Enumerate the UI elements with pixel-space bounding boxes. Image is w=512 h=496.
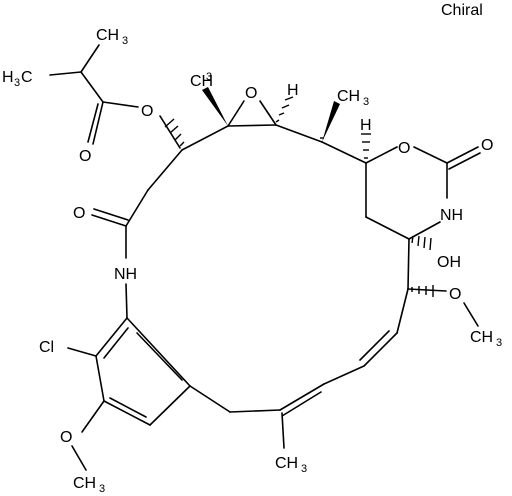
atom-ch3-bottom: CH xyxy=(275,455,298,472)
atom-ch3-top-sub: 3 xyxy=(122,35,128,47)
atom-ch3-methoxy-right-sub: 3 xyxy=(496,337,502,349)
atom-ch3-methoxy-left-sub: 3 xyxy=(99,483,105,495)
atom-epoxide-o: O xyxy=(245,85,257,102)
atom-ch3-right: CH xyxy=(337,88,360,105)
atom-ch3-methoxy-left: CH xyxy=(73,475,96,492)
bond-lines xyxy=(49,44,481,471)
atom-cl: Cl xyxy=(39,339,54,356)
wedge-bonds xyxy=(202,87,340,142)
atom-ester-carbonyl-o: O xyxy=(79,148,91,165)
atom-h3c-left-c: C xyxy=(21,69,33,86)
atom-h3c-left-h: H xyxy=(2,69,14,86)
atom-carbamate-o: O xyxy=(481,137,493,154)
atom-methoxy-o-left: O xyxy=(60,429,72,446)
atom-labels: CH 3 H 3 C O O CH 3 O H CH 3 H O O O NH … xyxy=(2,27,502,495)
atom-epoxide-h: H xyxy=(287,82,299,99)
atom-oxazinane-o: O xyxy=(398,140,410,157)
atom-ch3-bottom-sub: 3 xyxy=(301,463,307,475)
atom-amide-o: O xyxy=(73,205,85,222)
atom-epoxide-ch3-sub: 3 xyxy=(206,71,212,83)
atom-h3c-left-sub: 3 xyxy=(14,77,20,89)
atom-nh-amide: NH xyxy=(114,266,137,283)
atom-ch3-methoxy-right: CH xyxy=(470,329,493,346)
atom-oxazinane-h: H xyxy=(360,117,372,134)
hashed-bonds xyxy=(164,96,434,297)
atom-ch3-right-sub: 3 xyxy=(363,96,369,108)
atom-methoxy-o-right: O xyxy=(449,286,461,303)
atom-ch3-top: CH xyxy=(96,27,119,44)
atom-nh-carbamate: NH xyxy=(440,207,463,224)
atom-epoxide-ch3: CH xyxy=(190,73,213,90)
atom-oh: OH xyxy=(437,254,461,271)
chiral-flag-label: Chiral xyxy=(441,2,483,19)
atom-ester-o: O xyxy=(141,103,153,120)
